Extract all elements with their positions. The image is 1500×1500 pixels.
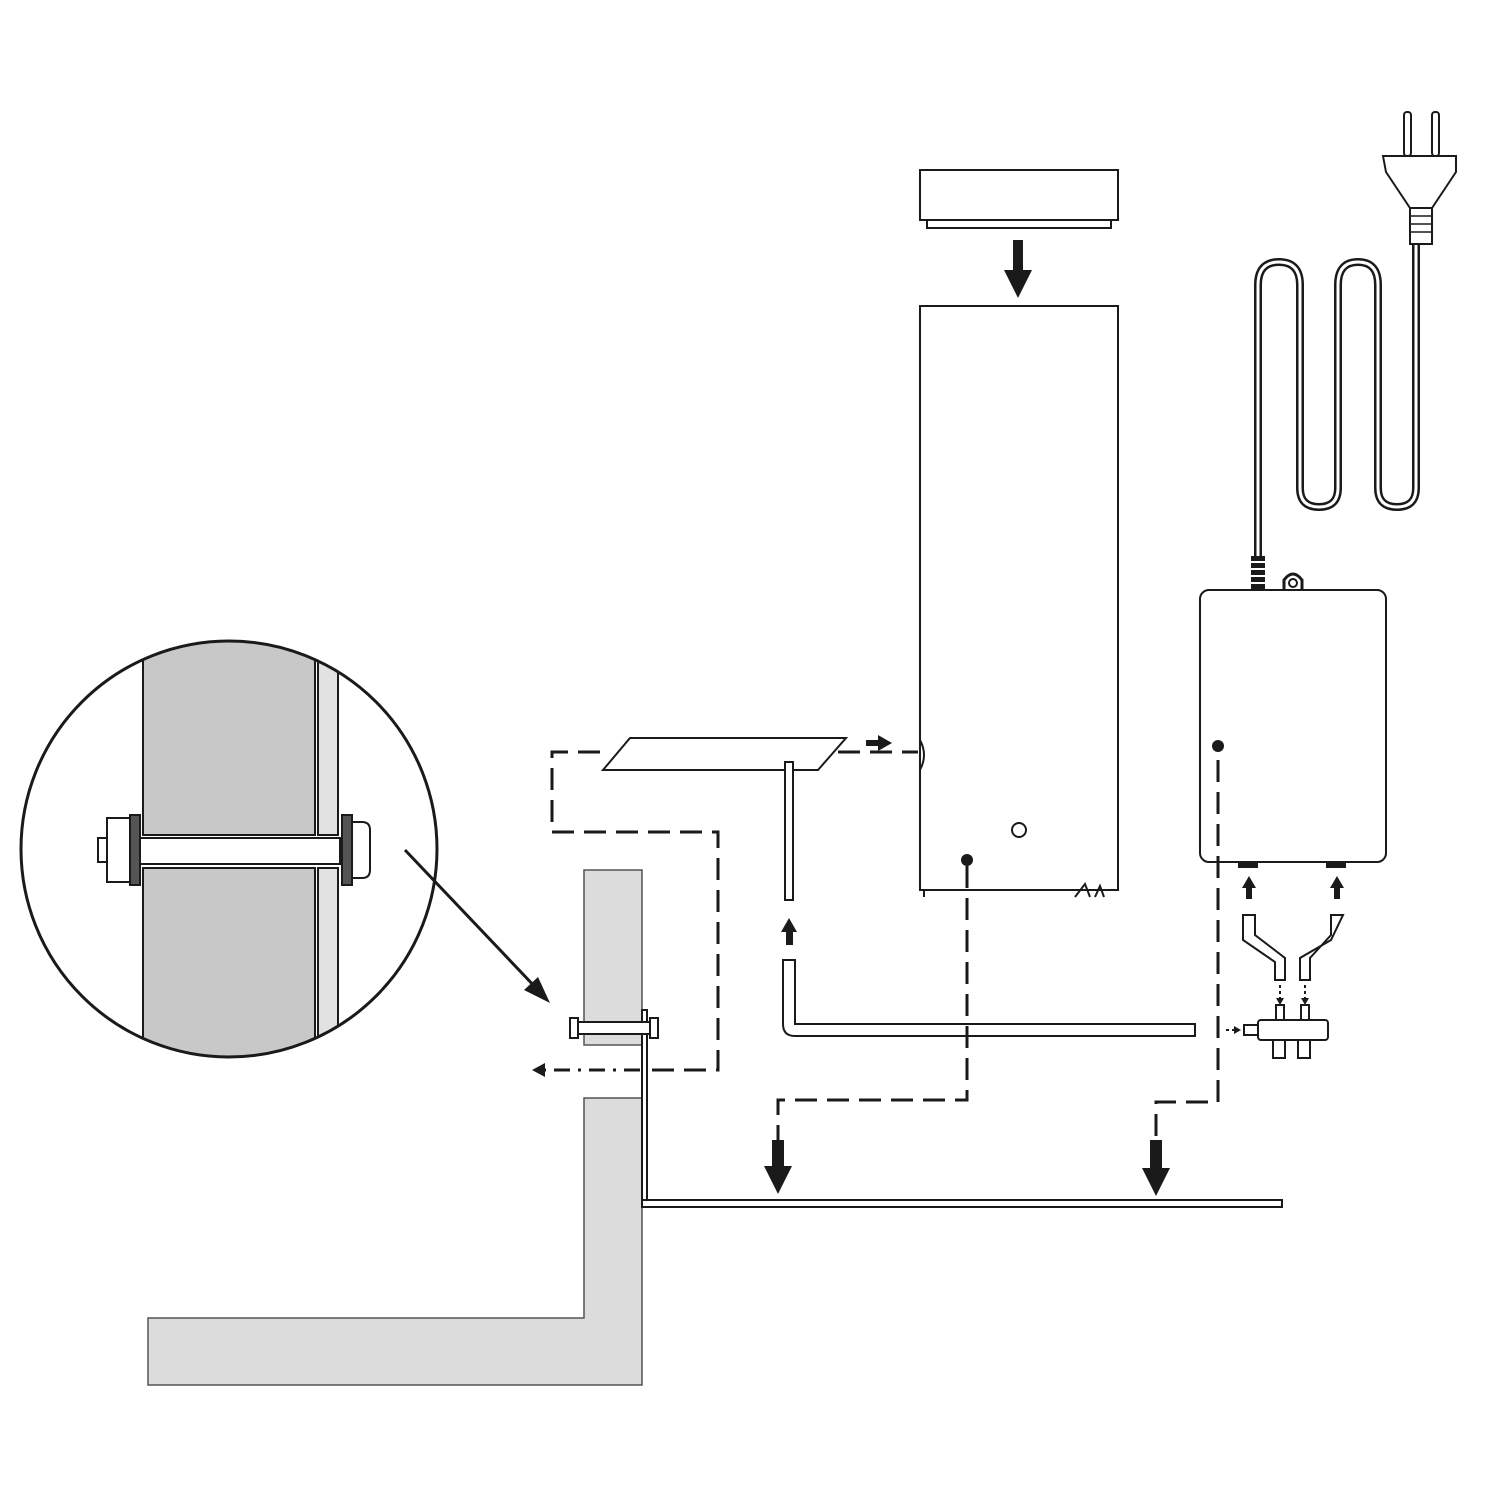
wall-mount: [147, 869, 659, 1386]
dashed-guide: [550, 750, 720, 1072]
lid: [919, 169, 1119, 229]
arrow-up-icon: [781, 918, 797, 945]
hex-key: [782, 959, 1196, 1037]
arrow-down-icon: [764, 1140, 792, 1194]
support-bracket: [600, 737, 849, 901]
power-cord: [1251, 245, 1420, 590]
column-housing: [919, 305, 1119, 898]
detail-magnifier: [19, 639, 439, 1059]
euro-plug-icon: [1381, 111, 1457, 245]
control-unit: [1199, 572, 1387, 868]
floor-line: [641, 1199, 1283, 1208]
arrow-right-icon: [866, 735, 892, 751]
y-hoses: [1242, 876, 1345, 1005]
dashed-guide: [1154, 760, 1220, 1140]
arrow-down-icon: [1142, 1140, 1170, 1196]
arrow-down-icon: [1004, 240, 1032, 298]
arrow-left-icon: [532, 1063, 545, 1077]
dashed-guide: [776, 866, 969, 1140]
detail-pointer-arrow: [403, 848, 550, 1003]
valve-manifold: [1226, 1004, 1329, 1059]
